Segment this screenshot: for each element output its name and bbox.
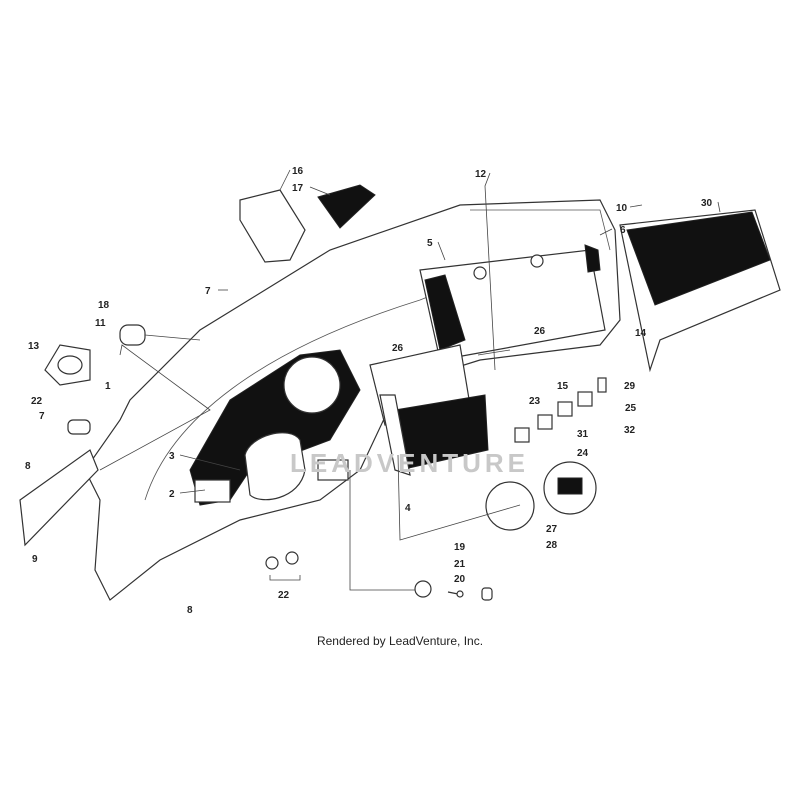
callout-21: 21: [454, 559, 466, 570]
callout-6: 6: [620, 225, 626, 236]
callout-7-b: 7: [39, 411, 45, 422]
callout-29: 29: [624, 381, 636, 392]
power-outlet: [119, 324, 146, 346]
callout-28: 28: [546, 540, 558, 551]
vent-bezel: [239, 189, 306, 263]
callout-32: 32: [624, 425, 636, 436]
callout-30: 30: [701, 198, 713, 209]
callout-26-b: 26: [392, 343, 404, 354]
callout-10: 10: [616, 203, 628, 214]
connector: [67, 419, 91, 435]
callout-22-b: 22: [278, 590, 290, 601]
callout-19: 19: [454, 542, 466, 553]
leader-lines: [99, 169, 721, 591]
callout-2: 2: [169, 489, 175, 500]
callout-7: 7: [205, 286, 211, 297]
callout-23: 23: [529, 396, 541, 407]
side-panel: [19, 449, 99, 547]
callout-8-b: 8: [187, 605, 193, 616]
callout-17: 17: [292, 183, 304, 194]
callout-13: 13: [28, 341, 40, 352]
callout-18: 18: [98, 300, 110, 311]
callout-14: 14: [635, 328, 647, 339]
callout-1: 1: [105, 381, 111, 392]
callout-24: 24: [577, 448, 589, 459]
callout-26: 26: [534, 326, 546, 337]
callout-labels: 16 17 12 10 30 6 5 7 18 11 13 26 26 14 1…: [25, 166, 713, 616]
ignition-bezel: [414, 580, 432, 598]
callout-25: 25: [625, 403, 637, 414]
callout-5: 5: [427, 238, 433, 249]
watermark: LEADVENTURE: [290, 448, 529, 478]
callout-4: 4: [405, 503, 411, 514]
callout-27: 27: [546, 524, 558, 535]
render-credit: Rendered by LeadVenture, Inc.: [317, 634, 483, 648]
callout-31: 31: [577, 429, 589, 440]
callout-15: 15: [557, 381, 569, 392]
callout-9: 9: [32, 554, 38, 565]
switches: [514, 377, 607, 443]
callout-8: 8: [25, 461, 31, 472]
callout-12: 12: [475, 169, 487, 180]
dashboard-panel: [84, 199, 621, 601]
callout-22: 22: [31, 396, 43, 407]
callout-20: 20: [454, 574, 466, 585]
glovebox-door-panel: [626, 211, 771, 306]
vent-grille: [317, 184, 376, 229]
callout-16: 16: [292, 166, 304, 177]
callout-11: 11: [95, 318, 106, 329]
callout-3: 3: [169, 451, 175, 462]
gauge-ring: [485, 481, 535, 531]
